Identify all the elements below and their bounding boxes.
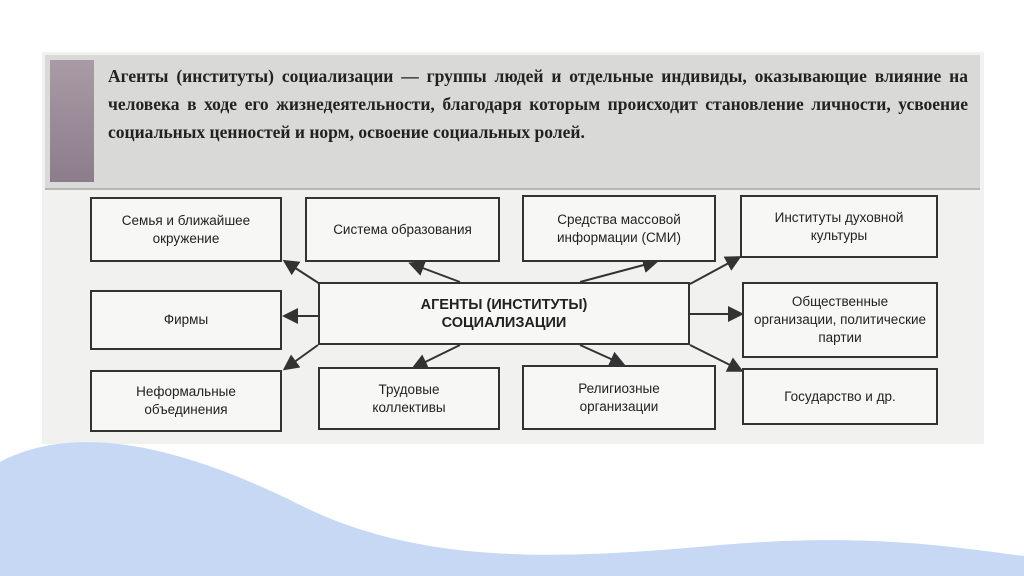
definition-box bbox=[45, 55, 980, 190]
arrow-labor bbox=[411, 344, 461, 369]
arrow-family bbox=[282, 259, 321, 285]
node-informal: Неформальные объединения bbox=[90, 370, 282, 432]
arrow-informal bbox=[282, 344, 319, 371]
arrow-religious bbox=[579, 344, 626, 367]
definition-body: — группы людей и отдельные индивиды, ока… bbox=[108, 66, 968, 142]
definition-term: Агенты (институты) социализации bbox=[108, 66, 394, 86]
node-firms: Фирмы bbox=[90, 290, 282, 350]
node-religious: Религиозные организации bbox=[522, 365, 716, 430]
node-labor: Трудовые коллективы bbox=[318, 367, 500, 430]
node-state: Государство и др. bbox=[742, 368, 938, 425]
node-culture: Институты духовной культуры bbox=[740, 195, 938, 258]
definition-stripe bbox=[50, 60, 94, 182]
arrow-state bbox=[689, 344, 744, 372]
arrow-education bbox=[408, 260, 461, 283]
definition-text: Агенты (институты) социализации — группы… bbox=[108, 62, 968, 146]
node-center: АГЕНТЫ (ИНСТИТУТЫ) СОЦИАЛИЗАЦИИ bbox=[318, 282, 690, 345]
node-media: Средства массовой информации (СМИ) bbox=[522, 195, 716, 262]
node-education: Система образования bbox=[305, 197, 500, 262]
node-public-orgs: Общественные организации, политические п… bbox=[742, 282, 938, 358]
arrow-media bbox=[579, 257, 659, 283]
arrow-culture bbox=[689, 256, 742, 285]
node-family: Семья и ближайшее окружение bbox=[90, 197, 282, 262]
